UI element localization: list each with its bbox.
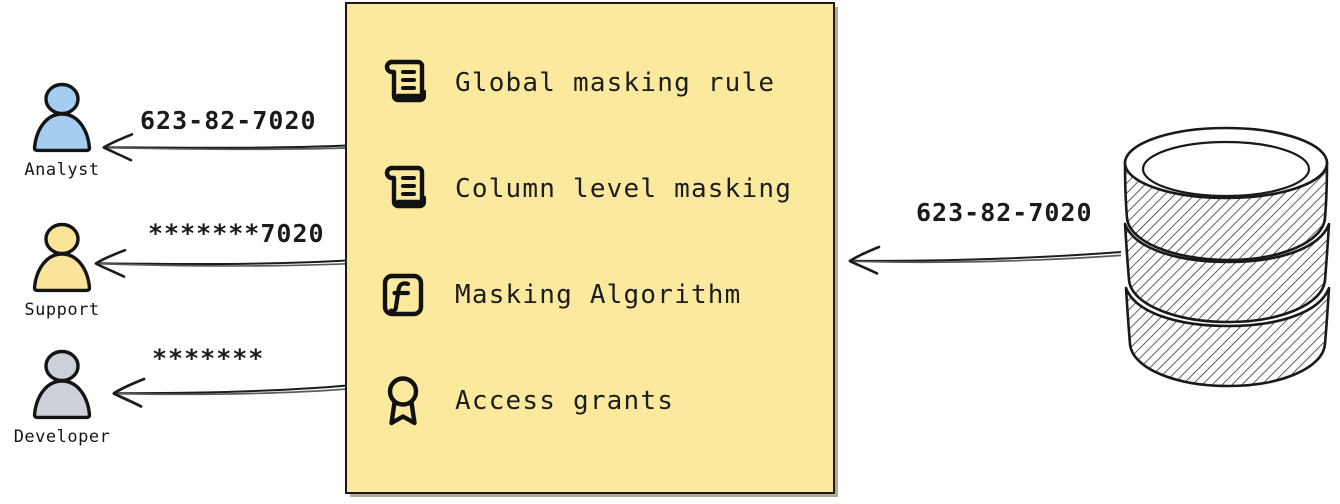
person-icon [22,78,102,158]
policy-item-label: Masking Algorithm [455,280,742,310]
policy-item-global-masking-rule[interactable]: Global masking rule [377,50,833,116]
flow-label-analyst: 623-82-7020 [140,106,317,135]
policy-item-access-grants[interactable]: Access grants [377,368,833,434]
flow-arrow-to-analyst [100,128,350,164]
actor-support[interactable]: Support [2,218,122,320]
actor-developer[interactable]: Developer [2,345,122,447]
scroll-icon [377,161,429,217]
flow-arrow-to-developer [110,372,350,410]
scroll-icon [377,55,429,111]
actor-label: Support [24,300,100,320]
policy-item-masking-algorithm[interactable]: Masking Algorithm [377,262,833,328]
policy-item-label: Access grants [455,386,675,416]
flow-label-database: 623-82-7020 [916,198,1093,227]
masking-policy-panel: Global masking rule Column level masking [345,2,835,494]
award-icon [377,373,429,429]
flow-arrow-from-database [846,240,1124,276]
flow-label-developer: ******* [152,344,265,373]
database-cylinder[interactable] [1120,120,1335,400]
policy-item-list: Global masking rule Column level masking [347,4,833,492]
actor-label: Developer [13,427,111,447]
actor-analyst[interactable]: Analyst [2,78,122,180]
policy-item-column-level-masking[interactable]: Column level masking [377,156,833,222]
flow-label-support: *******7020 [148,219,325,248]
person-icon [22,345,102,425]
policy-item-label: Global masking rule [455,68,776,98]
policy-item-label: Column level masking [455,174,793,204]
person-icon [22,218,102,298]
function-icon [377,267,429,323]
actor-label: Analyst [24,160,100,180]
flow-arrow-to-support [92,244,350,280]
